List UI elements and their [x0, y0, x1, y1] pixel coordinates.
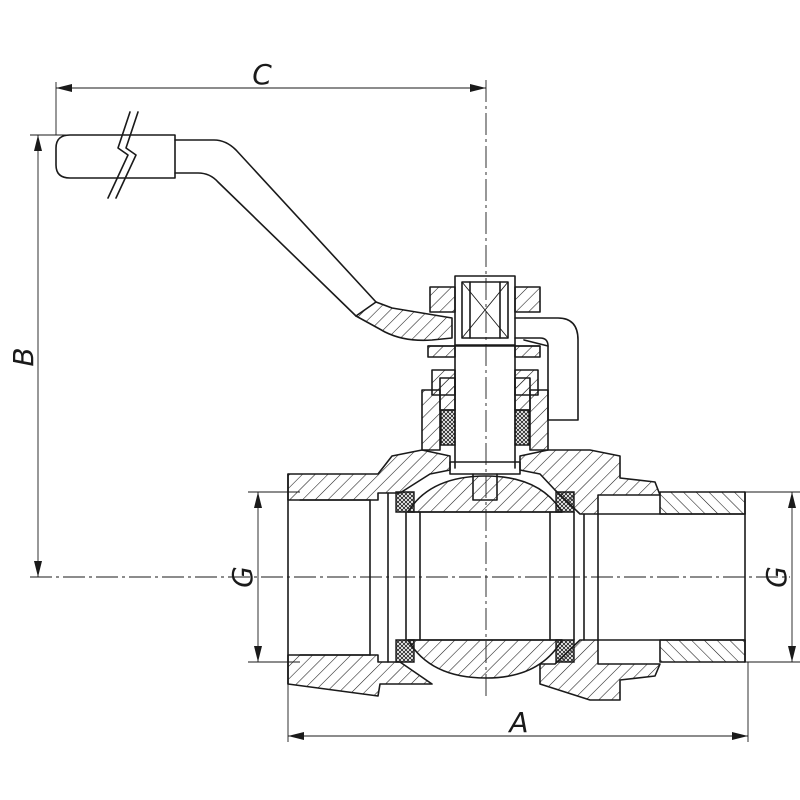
ball-and-seats — [387, 475, 585, 679]
dimension-lines — [30, 82, 800, 742]
stem-assembly — [421, 275, 579, 501]
dimension-label-c: C — [252, 58, 272, 91]
dimension-label-a: A — [507, 706, 528, 739]
dimension-label-g-right: G — [760, 566, 793, 588]
center-lines — [30, 80, 790, 700]
lever-handle — [55, 111, 453, 342]
dimension-label-b: B — [7, 347, 40, 366]
dimension-label-g-left: G — [226, 566, 259, 588]
